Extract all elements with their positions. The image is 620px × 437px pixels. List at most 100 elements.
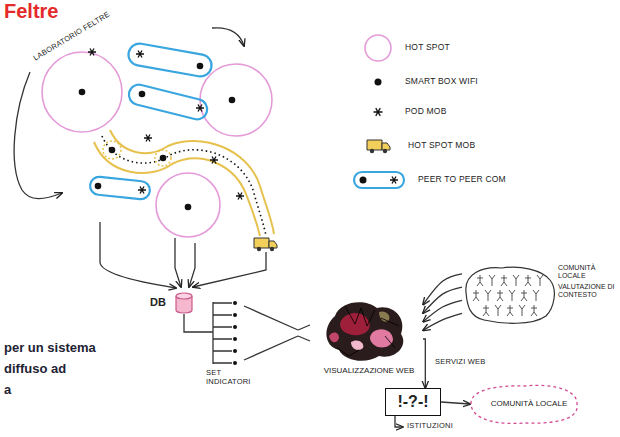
database: DB — [150, 292, 198, 314]
target-label: ISTITUZIONI — [407, 421, 453, 430]
pod-mob-mark — [196, 105, 204, 112]
pod-mob-mark — [390, 177, 398, 184]
smart-box-dot — [375, 79, 382, 86]
peer-link — [354, 172, 404, 188]
feedback-box: !-?-! — [385, 388, 441, 416]
text-group: COMUNITÀ LOCALE — [470, 399, 588, 408]
funnel — [244, 306, 310, 360]
feed-line — [100, 222, 176, 288]
pod-mob-mark — [88, 49, 96, 56]
curved-arrow — [212, 28, 244, 46]
visual-blob — [379, 311, 389, 321]
van-cab — [382, 143, 390, 150]
data-feed-lines — [100, 222, 266, 288]
edge-label: SERVIZI WEB — [433, 357, 487, 366]
smart-box-dot — [185, 204, 192, 211]
van-wheel — [257, 247, 261, 251]
indicator-dot — [233, 325, 237, 329]
institutions-arrow — [395, 416, 403, 427]
person-figure — [501, 275, 507, 286]
indicator-dot — [233, 337, 237, 341]
trail-path — [102, 136, 266, 236]
hot-spot-circle — [42, 52, 122, 132]
hot-spot-circle — [200, 64, 272, 136]
community-outline — [466, 267, 555, 323]
smart-box-dot — [109, 147, 116, 154]
feed-line — [189, 243, 195, 287]
smart-box-dot — [160, 155, 167, 162]
arrow-connector — [423, 274, 462, 305]
database-top — [176, 293, 192, 299]
visual-blob — [329, 332, 339, 342]
pod-mob-mark — [138, 187, 146, 194]
pod-mob-mark — [374, 108, 383, 116]
person-figure — [521, 290, 527, 301]
node-label: COMUNITÀ LOCALE — [558, 264, 616, 280]
pod-mob-mark — [236, 193, 244, 200]
text-group: !-?-! — [397, 393, 428, 411]
laboratory-arrow — [14, 72, 62, 199]
van-icon — [367, 140, 390, 153]
visual-blob — [370, 329, 393, 347]
pod-mob-mark — [136, 51, 144, 58]
person-figure — [525, 275, 531, 286]
community-blob: COMUNITÀ LOCALE — [470, 383, 588, 425]
person-figure — [531, 305, 537, 316]
smart-box-dot — [360, 177, 367, 184]
feed-line — [175, 238, 181, 287]
pod-mob-mark — [144, 135, 152, 142]
scribble — [337, 306, 399, 356]
person-figure — [477, 275, 483, 286]
arrow-connector — [423, 287, 462, 313]
van-body — [254, 238, 269, 248]
comb-spine — [212, 302, 213, 364]
pod-mob-mark — [210, 157, 218, 164]
comb-teeth — [213, 303, 232, 363]
arrow-connector — [441, 402, 470, 404]
caption-fragment: a — [4, 382, 11, 397]
person-figure — [473, 290, 479, 301]
arrow-connector — [423, 300, 462, 322]
legend-swatch — [350, 32, 410, 64]
peer-to-peer-links — [89, 42, 213, 200]
visual-blob — [326, 302, 403, 361]
van-wheel — [270, 247, 274, 251]
legend-label: HOT SPOT — [405, 42, 450, 52]
legend-swatch — [350, 96, 410, 128]
visual-blob — [351, 340, 363, 350]
person-figure — [509, 290, 515, 301]
smart-box-dot — [95, 183, 102, 190]
legend-swatch — [350, 66, 410, 98]
caption-fragment: per un sistema — [4, 340, 96, 355]
legend-label: PEER TO PEER COM — [418, 174, 506, 184]
person-figure — [513, 275, 519, 286]
hot-spot-circles — [42, 52, 272, 237]
person-figure — [495, 305, 501, 316]
person-figure — [507, 305, 513, 316]
text-group: VISUALIZZAZIONE WEB — [315, 366, 423, 375]
person-figure — [497, 290, 503, 301]
peer-link — [127, 42, 214, 78]
text-group: COMUNITÀ LOCALE VALUTAZIONE DI CONTESTO — [558, 264, 616, 299]
hot-spot-circle — [156, 173, 220, 237]
van-wheel — [383, 149, 387, 153]
legend-swatch — [350, 130, 410, 162]
node-label: VISUALIZZAZIONE WEB — [315, 366, 423, 375]
person-figure — [519, 305, 525, 316]
text-group: DB — [150, 296, 166, 309]
indicator-dot — [233, 349, 237, 353]
indicator-dot — [233, 301, 237, 305]
person-figure — [533, 290, 539, 301]
smart-box-dot — [229, 97, 236, 104]
node-label: !-?-! — [397, 393, 428, 411]
arrow-connector — [423, 339, 425, 388]
legend-label: POD MOB — [405, 106, 447, 116]
title: Feltre — [4, 0, 58, 23]
trail-ring — [103, 141, 121, 159]
node-note: VALUTAZIONE DI CONTESTO — [558, 283, 616, 299]
indicator-dot — [233, 361, 237, 365]
smart-box-dot — [139, 91, 146, 98]
community-cloud: COMUNITÀ LOCALE VALUTAZIONE DI CONTESTO — [462, 262, 616, 328]
